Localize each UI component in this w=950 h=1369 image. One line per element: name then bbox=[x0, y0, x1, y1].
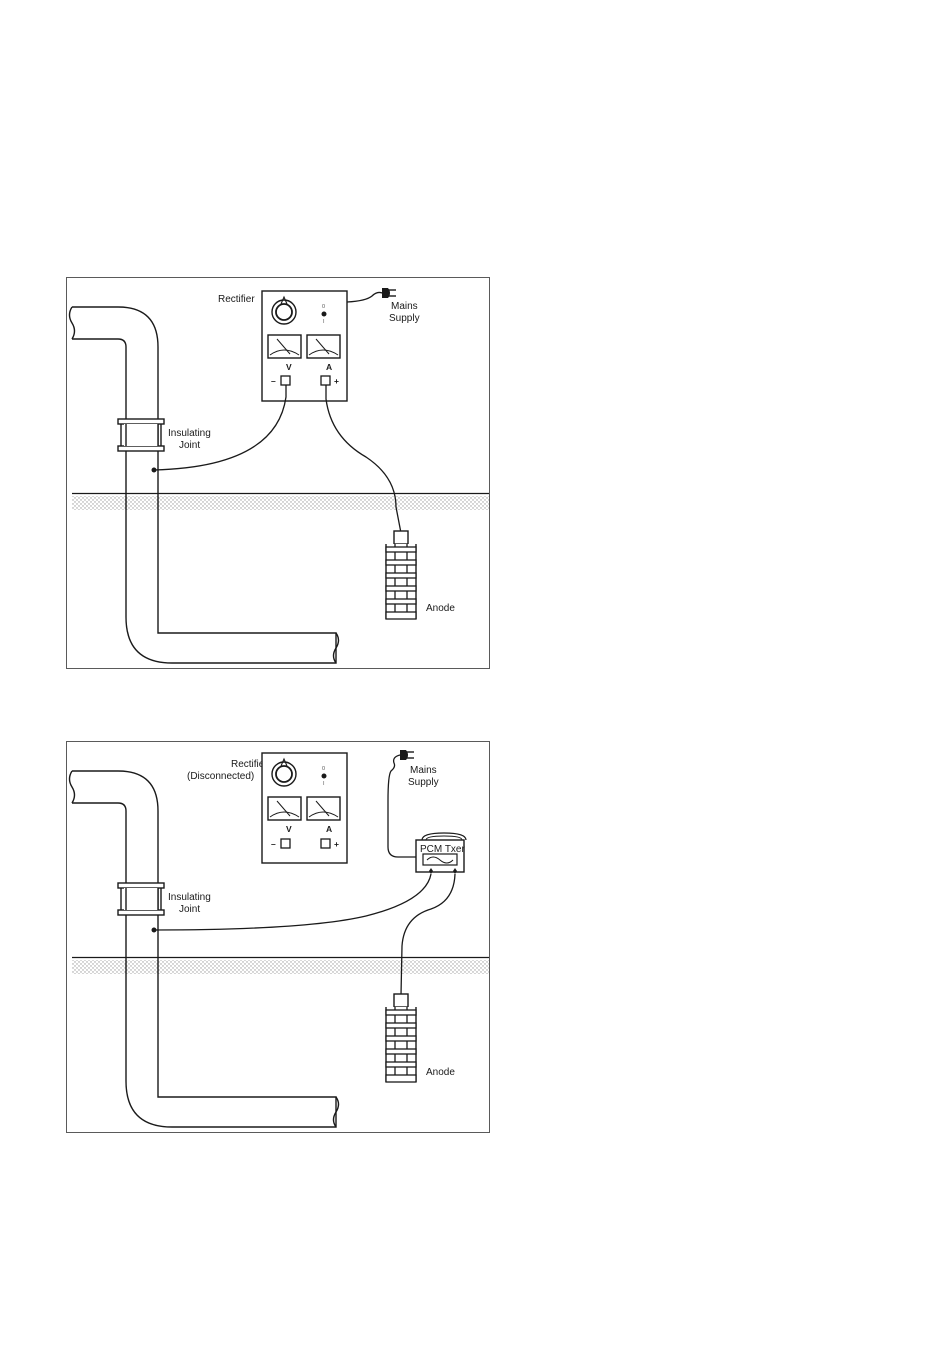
mains-supply-label: Mains Supply bbox=[408, 765, 439, 788]
transmitter-anode-cable bbox=[401, 874, 455, 995]
diagram-transmitter-connected: Insulating Joint Rectifier (Disconnected… bbox=[66, 741, 490, 1133]
rectifier-unit: 0 I V A – + bbox=[262, 753, 347, 863]
positive-cable bbox=[326, 385, 401, 533]
ammeter-icon bbox=[307, 335, 340, 358]
svg-text:A: A bbox=[326, 362, 332, 372]
diagram-rectifier-connected: Insulating Joint Rectifier 0 I V A – + bbox=[66, 277, 490, 669]
diagram-2-canvas: Insulating Joint Rectifier (Disconnected… bbox=[66, 741, 490, 1133]
svg-text:–: – bbox=[271, 376, 276, 386]
ground-surface bbox=[72, 958, 489, 975]
pcm-transmitter: PCM Txer bbox=[416, 833, 466, 874]
svg-text:V: V bbox=[286, 824, 292, 834]
anode-label: Anode bbox=[426, 603, 455, 614]
positive-terminal bbox=[321, 376, 330, 385]
positive-terminal bbox=[321, 839, 330, 848]
voltmeter-icon bbox=[268, 335, 301, 358]
rectifier-unit: 0 I V A – + bbox=[262, 291, 347, 401]
rectifier-label: Rectifier (Disconnected) bbox=[187, 759, 270, 782]
anode-label: Anode bbox=[426, 1067, 455, 1078]
diagram-1-canvas: Insulating Joint Rectifier 0 I V A – + bbox=[66, 277, 490, 669]
ground-surface bbox=[72, 494, 489, 511]
transmitter-label: PCM Txer bbox=[420, 844, 465, 855]
svg-text:+: + bbox=[334, 376, 339, 386]
svg-text:0: 0 bbox=[322, 304, 325, 310]
anode bbox=[386, 531, 416, 619]
plug-icon bbox=[347, 288, 396, 302]
power-switch-icon bbox=[322, 312, 327, 317]
power-switch-icon bbox=[322, 774, 327, 779]
svg-text:+: + bbox=[334, 839, 339, 849]
svg-text:V: V bbox=[286, 362, 292, 372]
ammeter-icon bbox=[307, 797, 340, 820]
mains-supply-label: Mains Supply bbox=[389, 301, 420, 324]
anode bbox=[386, 994, 416, 1082]
insulating-joint-label: Insulating Joint bbox=[168, 892, 214, 915]
rectifier-label: Rectifier bbox=[218, 294, 255, 305]
insulating-joint bbox=[118, 883, 164, 915]
svg-text:–: – bbox=[271, 839, 276, 849]
plug-icon bbox=[400, 750, 414, 760]
insulating-joint-label: Insulating Joint bbox=[168, 428, 214, 451]
negative-terminal bbox=[281, 839, 290, 848]
svg-text:0: 0 bbox=[322, 766, 325, 772]
voltmeter-icon bbox=[268, 797, 301, 820]
svg-text:A: A bbox=[326, 824, 332, 834]
negative-terminal bbox=[281, 376, 290, 385]
insulating-joint bbox=[118, 419, 164, 451]
